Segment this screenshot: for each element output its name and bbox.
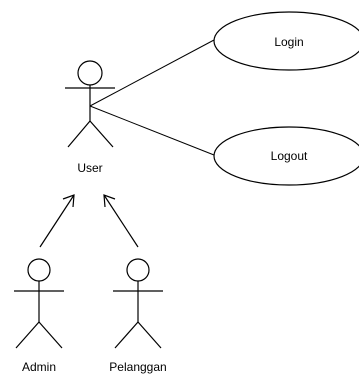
actor-user: [65, 60, 115, 148]
use-case-login-ellipse: [213, 11, 359, 71]
actor-pelanggan: [113, 258, 163, 349]
actor-pelanggan-right-leg: [137, 321, 162, 349]
association-user-login: [89, 39, 215, 107]
use-case-logout-ellipse: [213, 126, 359, 186]
actor-user-head: [77, 60, 103, 86]
actor-admin-left-leg: [15, 321, 40, 349]
generalization-admin-user: [39, 194, 75, 248]
actor-pelanggan-head: [126, 258, 150, 282]
actor-admin: [14, 258, 64, 349]
use-case-login: Login: [213, 11, 359, 71]
actor-admin-head: [27, 258, 51, 282]
actor-pelanggan-label: Pelanggan: [109, 360, 166, 374]
arrowhead-icon: [103, 194, 116, 208]
actor-pelanggan-left-leg: [114, 321, 139, 349]
use-case-login-label: Login: [274, 35, 303, 49]
association-user-logout: [89, 105, 215, 156]
actor-admin-label: Admin: [22, 360, 56, 374]
arrowhead-icon: [62, 194, 75, 208]
use-case-logout-label: Logout: [271, 149, 308, 163]
actor-user-right-leg: [89, 120, 114, 148]
use-case-logout: Logout: [213, 126, 359, 186]
actor-user-left-leg: [67, 120, 91, 148]
generalization-pelanggan-user: [103, 194, 139, 248]
actor-user-label: User: [77, 161, 102, 175]
actor-admin-right-leg: [38, 321, 63, 349]
